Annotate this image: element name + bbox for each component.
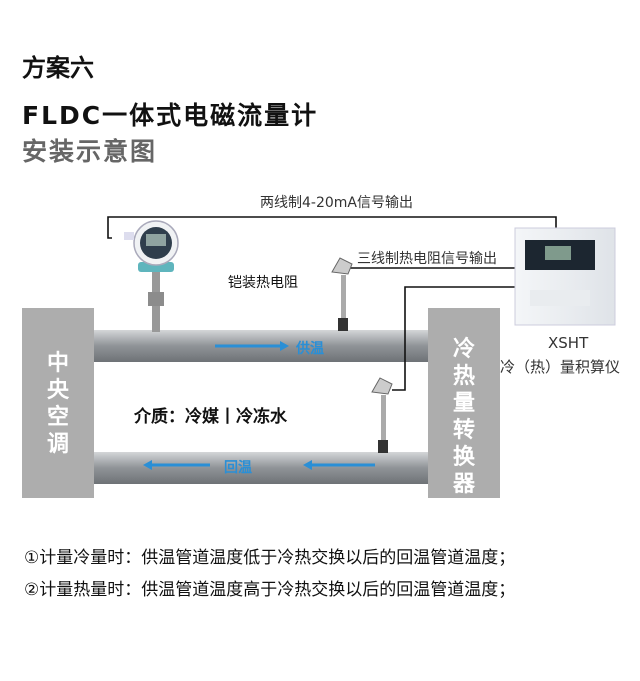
device-name: 冷（热）量积算仪	[500, 358, 621, 376]
medium-label: 介质：冷媒丨冷冻水	[134, 407, 287, 427]
supply-arrow-icon	[215, 341, 289, 351]
device-model: XSHT	[548, 334, 589, 352]
converter-label: 冷热量转换器	[452, 337, 475, 497]
wire-rtd-2	[392, 286, 521, 391]
wire-4-20ma-label: 两线制4-20mA信号输出	[260, 195, 413, 211]
rtd-sensor-top-icon	[331, 257, 353, 331]
supply-label: 供温	[296, 341, 324, 357]
central-ac-block	[22, 308, 94, 498]
page-title: FLDC一体式电磁流量计	[22, 101, 319, 130]
wire-4-20ma	[107, 216, 557, 239]
return-arrow-2-icon	[303, 460, 375, 470]
return-pipe	[90, 452, 435, 484]
scheme-label: 方案六	[22, 54, 94, 82]
rtd-sensor-bottom-icon	[371, 377, 393, 453]
wire-rtd-label: 三线制热电阻信号输出	[357, 251, 497, 267]
note-1: ①计量冷量时：供温管道温度低于冷热交换以后的回温管道温度；	[24, 548, 516, 568]
return-label: 回温	[224, 460, 252, 476]
return-arrow-icon	[143, 460, 210, 470]
flowmeter-icon	[124, 220, 179, 332]
page-subtitle: 安装示意图	[22, 137, 158, 166]
note-2: ②计量热量时：供温管道温度高于冷热交换以后的回温管道温度；	[24, 580, 516, 600]
central-ac-label: 中央空调	[46, 351, 69, 457]
converter-block	[428, 308, 500, 498]
calculator-cabinet-icon	[514, 227, 616, 326]
sensor-label: 铠装热电阻	[228, 275, 298, 291]
